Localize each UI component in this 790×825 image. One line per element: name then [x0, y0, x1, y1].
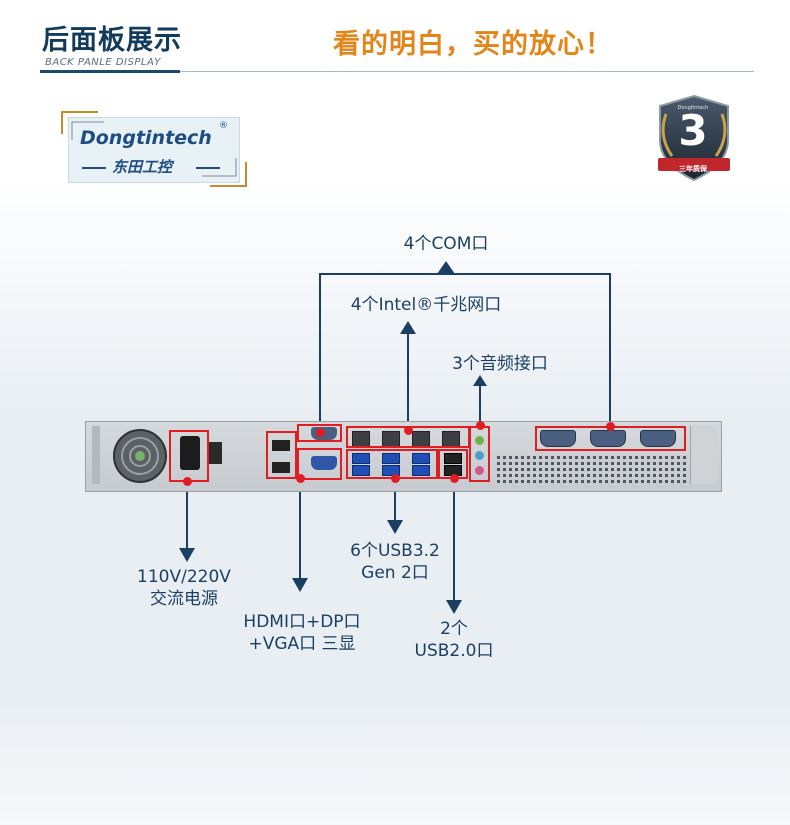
usb32-port-6 [412, 465, 430, 476]
audio-label: 3个音频接口 [452, 354, 548, 374]
com-highlight-left [297, 424, 342, 442]
usb32-port-3 [382, 453, 400, 464]
display-label-line1: HDMI口+DP口 [243, 612, 361, 632]
com-port-3 [640, 430, 676, 447]
usb20-label-line1: 2个 [440, 619, 468, 639]
power-highlight [169, 430, 209, 482]
display-dot [296, 474, 305, 483]
usb20-port-1 [444, 453, 462, 464]
usb32-port-1 [352, 453, 370, 464]
display-arrow [292, 578, 308, 592]
audio-arrow [473, 375, 487, 386]
lan-label: 4个Intel®千兆网口 [350, 295, 502, 315]
power-arrow [179, 548, 195, 562]
lan-arrow [400, 321, 416, 334]
badge-brand: Dongtintech [677, 105, 709, 111]
com-arrow [437, 261, 455, 274]
audio-line-out-icon [475, 436, 484, 445]
power-label-line2: 交流电源 [150, 589, 218, 609]
usb20-dot [450, 474, 459, 483]
slogan: 看的明白，买的放心！ [333, 29, 613, 60]
logo-dash-right [196, 167, 220, 169]
power-dot [183, 477, 192, 486]
usb20-arrow [446, 600, 462, 614]
com-dot-right [606, 422, 615, 431]
display-label-line2: +VGA口 三显 [248, 634, 356, 654]
usb32-arrow [387, 520, 403, 534]
psu-fan-icon [113, 429, 167, 483]
logo-wordmark: Dongtintech [80, 127, 212, 149]
audio-mic-icon [475, 466, 484, 475]
dp-port-icon [272, 440, 290, 451]
com-label: 4个COM口 [403, 234, 489, 254]
display-highlight-2 [297, 448, 342, 480]
logo-dash-left [82, 167, 106, 169]
page-subtitle: BACK PANLE DISPLAY [45, 57, 161, 68]
psu-handle [92, 426, 100, 484]
power-label-line1: 110V/220V [137, 567, 231, 587]
power-switch-icon [208, 442, 222, 464]
usb32-dot [391, 474, 400, 483]
logo-corner-frame [61, 111, 247, 187]
badge-number: 3 [678, 106, 708, 155]
com-dot-left [316, 428, 325, 437]
warranty-badge-icon [658, 94, 730, 182]
power-inlet-icon [180, 436, 200, 470]
usb20-label-line2: USB2.0口 [414, 641, 494, 661]
logo-registered-mark: ® [219, 121, 228, 131]
display-highlight-1 [266, 431, 297, 479]
hdmi-port-icon [272, 462, 290, 473]
brand-logo [68, 117, 240, 183]
usb32-label-line1: 6个USB3.2 [350, 541, 440, 561]
com-port-1 [540, 430, 576, 447]
com-bracket-line [319, 273, 611, 432]
header-divider-accent [40, 70, 180, 73]
audio-highlight [469, 426, 490, 482]
audio-line-in-icon [475, 451, 484, 460]
chassis-side-panel [690, 426, 717, 484]
header-divider [40, 71, 754, 72]
page-title: 后面板展示 [42, 25, 182, 56]
audio-dot [476, 421, 485, 430]
lan-dot [404, 426, 413, 435]
badge-warranty-text: 三年质保 [679, 165, 707, 173]
usb32-label-line2: Gen 2口 [361, 563, 429, 583]
usb32-port-5 [412, 453, 430, 464]
usb32-port-2 [352, 465, 370, 476]
vga-port-icon [311, 456, 337, 470]
logo-chinese-name: 东田工控 [112, 158, 173, 176]
vent-grille [496, 455, 688, 485]
